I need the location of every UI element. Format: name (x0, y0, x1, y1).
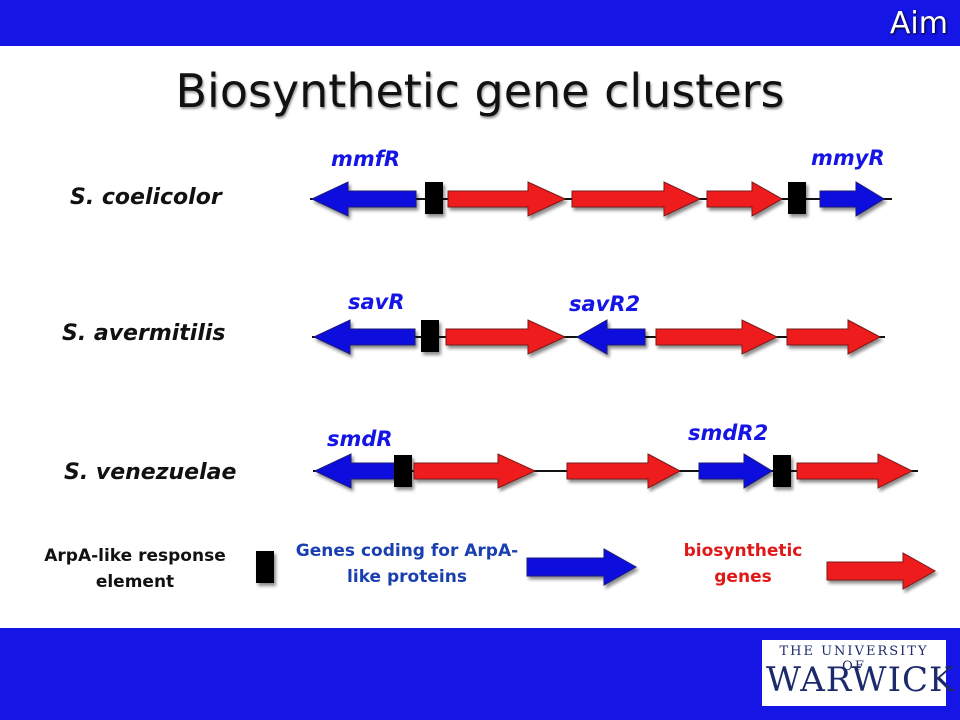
biosynthetic-gene-arrow (447, 181, 567, 217)
response-element-box (421, 320, 439, 352)
biosynthetic-gene-arrow (445, 319, 567, 355)
legend-biosynthetic-label: biosynthetic genes (683, 541, 803, 587)
biosynthetic-gene-arrow (796, 453, 914, 489)
gene-label-savR: savR (348, 290, 405, 314)
logo-text-line2: WARWICK (766, 660, 956, 700)
response-element-box (773, 455, 791, 487)
section-label: Aim (889, 6, 948, 41)
mmfR-gene-arrow (310, 181, 417, 217)
mmyR-gene-arrow (819, 181, 885, 217)
biosynthetic-gene-arrow (786, 319, 882, 355)
legend-arpA-label: Genes coding for ArpA-like proteins (295, 541, 519, 587)
species-label: S. venezuelae (64, 460, 237, 485)
response-element-box (788, 182, 806, 214)
university-logo: THE UNIVERSITY OF WARWICK (762, 640, 956, 706)
biosynthetic-gene-arrow (566, 453, 682, 489)
response-element-box (394, 455, 412, 487)
legend-biosynthetic-arrow (826, 552, 937, 590)
gene-label-mmfR: mmfR (331, 147, 401, 171)
legend-response-element-label: ArpA-like response element (44, 546, 226, 592)
legend-arpA-arrow (526, 548, 638, 586)
biosynthetic-gene-arrow (413, 453, 537, 489)
gene-label-mmyR: mmyR (811, 146, 885, 170)
biosynthetic-gene-arrow (706, 181, 784, 217)
biosynthetic-gene-arrow (655, 319, 779, 355)
header-bar: Aim (0, 0, 960, 46)
gene-label-smdR2: smdR2 (688, 421, 769, 445)
slide-title: Biosynthetic gene clusters (175, 64, 785, 118)
species-label: S. coelicolor (70, 185, 222, 210)
smdR-gene-arrow (313, 453, 395, 489)
species-label: S. avermitilis (62, 321, 226, 346)
logo-text-line1: THE UNIVERSITY OF (779, 644, 929, 674)
gene-label-savR2: savR2 (569, 292, 641, 316)
savR-gene-arrow (312, 319, 416, 355)
legend-response-element-box (256, 551, 274, 583)
response-element-box (425, 182, 443, 214)
biosynthetic-gene-arrow (571, 181, 702, 217)
savR2-gene-arrow (575, 319, 646, 355)
gene-label-smdR: smdR (327, 427, 393, 451)
smdR2-gene-arrow (698, 453, 773, 489)
